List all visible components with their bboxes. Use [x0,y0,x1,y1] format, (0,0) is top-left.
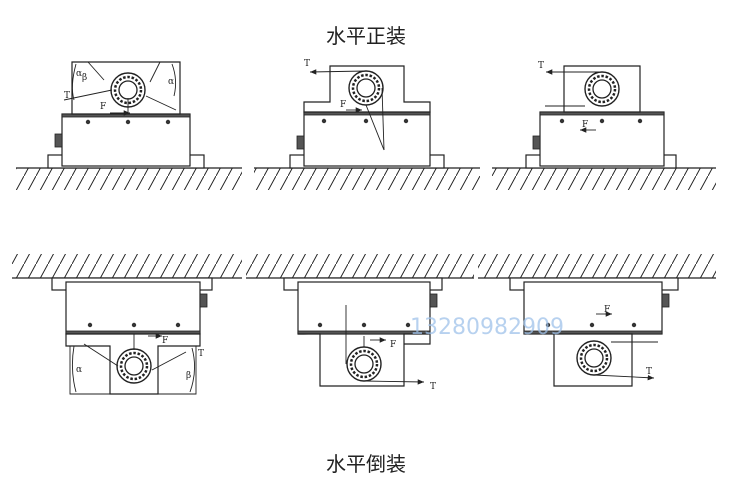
alpha-label-3: α [76,365,82,375]
ground-top-right [492,167,716,190]
force-label-1: F [100,102,106,112]
tension-label-2: T [304,59,310,69]
sensor-inverted-angled [51,277,213,395]
sensor-inverted-horizontal [509,277,679,387]
tension-label-5: T [430,382,436,392]
sensor-upright-horizontal [525,65,677,169]
sensor-upright-vertical [289,65,445,169]
force-label-3: F [582,120,588,130]
force-label-2: F [340,100,346,110]
title-horizontal-upright: 水平正装 [326,24,406,48]
ground-top-left [16,167,242,190]
ceiling-bottom-middle [246,254,474,279]
sensor-upright-angled [47,61,205,169]
alpha-label-1: α [76,69,82,79]
tension-label-6: T [646,367,652,377]
ground-top-middle [254,167,480,190]
alpha-label-2: α [168,77,174,87]
force-label-6: F [604,305,610,315]
tension-label-1: T [64,91,70,101]
sensor-inverted-vertical [283,277,443,387]
beta-label-1: β [82,73,87,83]
ceiling-bottom-right [478,254,716,279]
tension-label-3: T [538,61,544,71]
title-horizontal-inverted: 水平倒装 [326,452,406,476]
beta-label-2: β [186,371,191,381]
ceiling-bottom-left [12,254,242,279]
watermark-phone-number: 13280982909 [410,315,564,340]
tension-label-4: T [198,349,204,359]
force-label-4: F [162,336,168,346]
force-label-5: F [390,340,396,350]
